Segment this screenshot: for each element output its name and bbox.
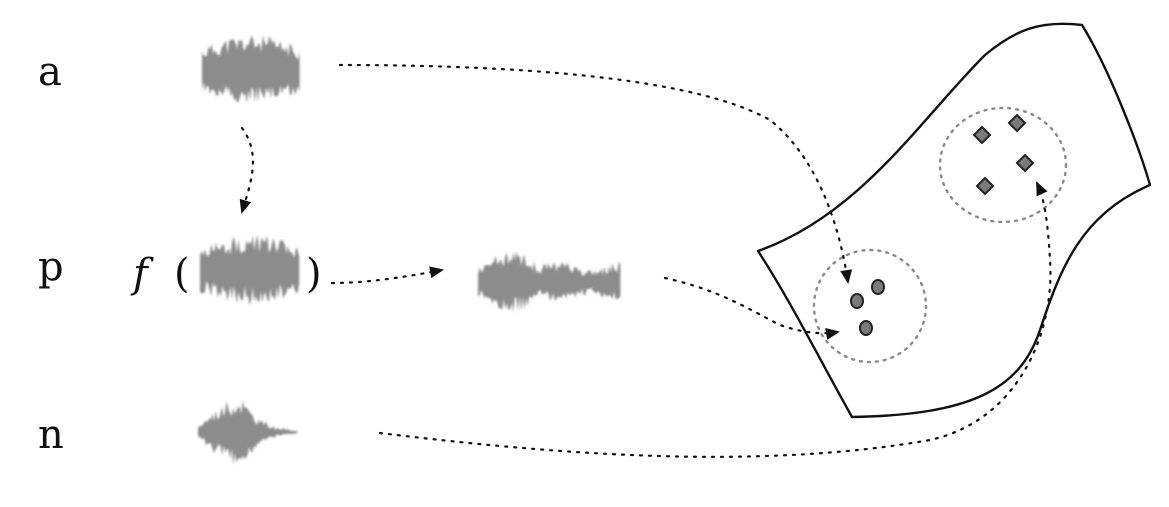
diamond-point [1007, 113, 1027, 133]
positive-to-embedding-arrow [663, 276, 840, 340]
embedding-point [859, 320, 873, 336]
anchor-waveform-icon [202, 35, 300, 104]
embedding-manifold [756, 22, 1152, 419]
diamond-point [1015, 153, 1035, 173]
negative-points [972, 113, 1035, 196]
negative-label: n [38, 412, 64, 458]
close-paren: ) [306, 251, 322, 297]
embedding-point [871, 279, 885, 295]
positive-label: p [38, 244, 64, 290]
transformed-waveform-icon [478, 251, 621, 313]
waveform-shape [202, 35, 300, 104]
negative-cluster [938, 106, 1068, 224]
anchor-positive-points [850, 279, 885, 336]
diamond-point [975, 176, 995, 196]
waveform-shape [200, 235, 300, 306]
waveform-shape [478, 251, 621, 313]
negative-waveform-icon [198, 400, 298, 465]
negative-to-embedding-arrow [378, 181, 1052, 458]
diamond-point [972, 125, 992, 145]
function-to-output-arrow [330, 266, 444, 285]
anchor-to-positive-arrow [239, 126, 255, 214]
waveform-shape [198, 400, 298, 465]
positive-waveform-icon [200, 235, 300, 306]
function-symbol: f [130, 251, 154, 297]
anchor-positive-cluster [812, 248, 928, 364]
open-paren: ( [174, 251, 190, 297]
anchor-label: a [38, 49, 62, 95]
embedding-point [850, 293, 864, 309]
anchor-to-embedding-arrow [338, 63, 853, 284]
